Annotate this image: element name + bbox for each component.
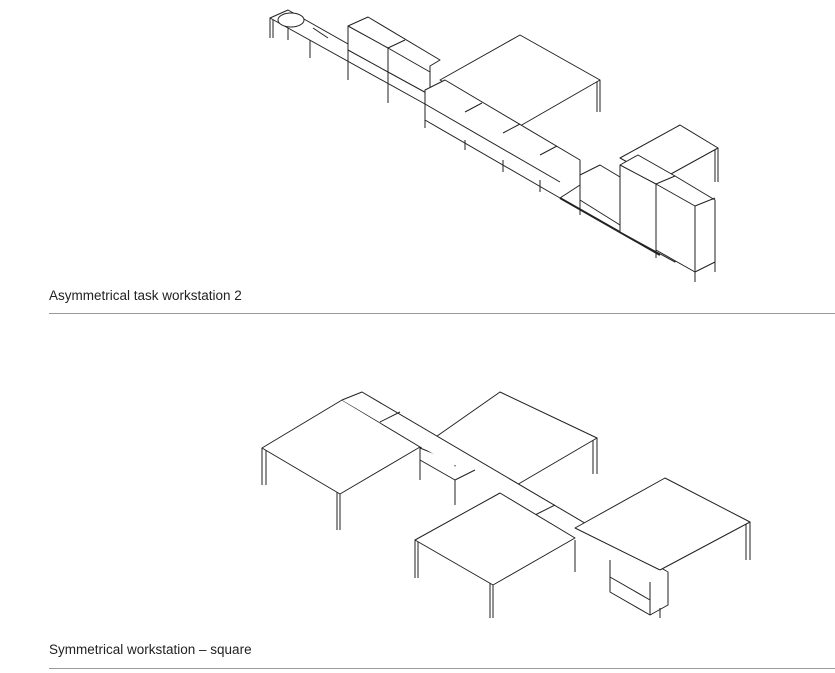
figure-caption: Asymmetrical task workstation 2 [49, 288, 242, 303]
symmetrical-workstation-drawing [261, 391, 751, 618]
figure-caption: Symmetrical workstation – square [49, 642, 252, 657]
divider [49, 313, 835, 314]
asymmetrical-workstation-drawing [269, 9, 719, 282]
divider [49, 668, 835, 669]
